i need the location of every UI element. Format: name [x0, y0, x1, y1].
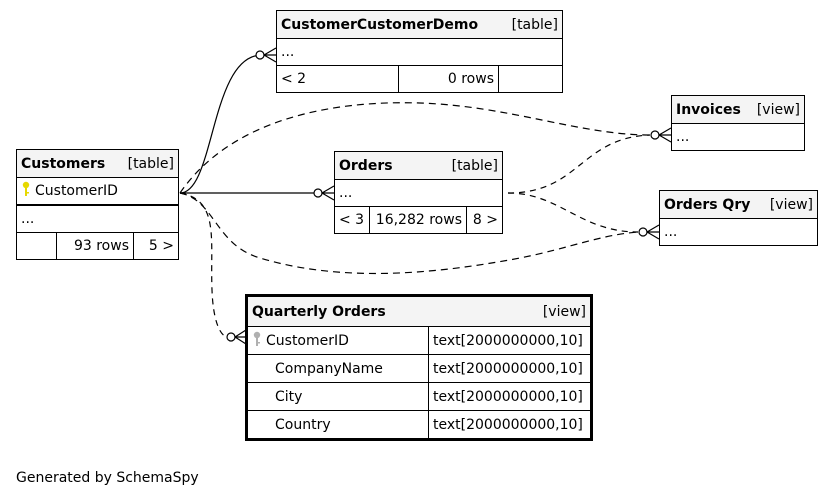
- table-type: [view]: [756, 101, 800, 118]
- children-count[interactable]: 8 >: [466, 206, 503, 234]
- table-name: Orders Qry: [664, 196, 751, 213]
- column-name: Country: [246, 410, 429, 440]
- edge-end-circle: [226, 332, 236, 342]
- view-invoices[interactable]: Invoices [view] ...: [671, 95, 805, 151]
- edge-customers-quarterly: [179, 192, 229, 338]
- parents-count[interactable]: < 2: [276, 65, 399, 93]
- table-header: Quarterly Orders [view]: [246, 295, 592, 327]
- parents-count: [16, 232, 57, 260]
- table-name: Orders: [339, 157, 393, 174]
- column-type: text[2000000000,10]: [428, 326, 592, 355]
- table-header: Customers [table]: [16, 149, 179, 178]
- footer-text: Generated by SchemaSpy: [16, 470, 199, 486]
- table-type: [table]: [511, 16, 558, 33]
- table-name: CustomerCustomerDemo: [281, 16, 479, 33]
- table-header: Orders Qry [view]: [659, 190, 818, 219]
- parents-count[interactable]: < 3: [334, 206, 370, 234]
- columns-ellipsis: ...: [671, 123, 805, 151]
- edge-customers-ordersqry: [179, 192, 639, 275]
- column-name: CustomerID: [266, 332, 349, 349]
- table-type: [view]: [769, 196, 813, 213]
- column-row: CompanyName text[2000000000,10]: [246, 354, 592, 383]
- children-count[interactable]: 5 >: [133, 232, 179, 260]
- table-orders[interactable]: Orders [table] ... < 3 16,282 rows 8 >: [334, 151, 503, 234]
- columns-ellipsis: ...: [16, 204, 179, 233]
- edge-customers-ccd: [179, 54, 263, 194]
- table-customers[interactable]: Customers [table] CustomerID ... 93 rows…: [16, 149, 179, 260]
- column-row: City text[2000000000,10]: [246, 382, 592, 411]
- table-type: [view]: [542, 303, 586, 320]
- edge-crowfoot: [321, 185, 335, 201]
- edge-end-circle: [638, 227, 648, 237]
- row-count: 0 rows: [398, 65, 499, 93]
- column-type: text[2000000000,10]: [428, 382, 592, 411]
- primary-key-icon: [21, 181, 31, 201]
- edge-customers-invoices: [179, 102, 651, 194]
- column-type: text[2000000000,10]: [428, 354, 592, 383]
- column-row: Country text[2000000000,10]: [246, 410, 592, 440]
- edge-crowfoot: [234, 329, 247, 345]
- implied-key-icon: [252, 331, 262, 351]
- edge-crowfoot: [658, 127, 672, 143]
- column-name: City: [246, 382, 429, 411]
- edge-end-circle: [313, 188, 323, 198]
- columns-ellipsis: ...: [276, 38, 563, 66]
- row-count: 16,282 rows: [369, 206, 467, 234]
- table-header: Orders [table]: [334, 151, 503, 180]
- edge-end-circle: [650, 130, 660, 140]
- edge-orders-ordersqry: [507, 192, 639, 233]
- columns-ellipsis: ...: [659, 218, 818, 246]
- column-row: CustomerID: [16, 177, 179, 206]
- column-name: CompanyName: [246, 354, 429, 383]
- table-name: Invoices: [676, 101, 741, 118]
- columns-ellipsis: ...: [334, 179, 503, 207]
- view-quarterly-orders[interactable]: Quarterly Orders [view] CustomerID text[…: [245, 294, 593, 441]
- edge-end-circle: [255, 50, 265, 60]
- column-row: CustomerID text[2000000000,10]: [246, 326, 592, 355]
- column-name: CustomerID: [35, 183, 118, 199]
- table-name: Customers: [21, 155, 106, 172]
- edge-crowfoot: [646, 224, 660, 240]
- table-type: [table]: [127, 155, 174, 172]
- view-orders-qry[interactable]: Orders Qry [view] ...: [659, 190, 818, 246]
- table-header: Invoices [view]: [671, 95, 805, 124]
- table-name: Quarterly Orders: [252, 303, 386, 320]
- edge-orders-invoices: [507, 134, 651, 194]
- row-count: 93 rows: [56, 232, 134, 260]
- edge-crowfoot: [263, 47, 277, 63]
- table-type: [table]: [451, 157, 498, 174]
- column-type: text[2000000000,10]: [428, 410, 592, 440]
- table-customercustomerdemo[interactable]: CustomerCustomerDemo [table] ... < 2 0 r…: [276, 10, 563, 93]
- children-count[interactable]: [498, 65, 563, 93]
- table-header: CustomerCustomerDemo [table]: [276, 10, 563, 39]
